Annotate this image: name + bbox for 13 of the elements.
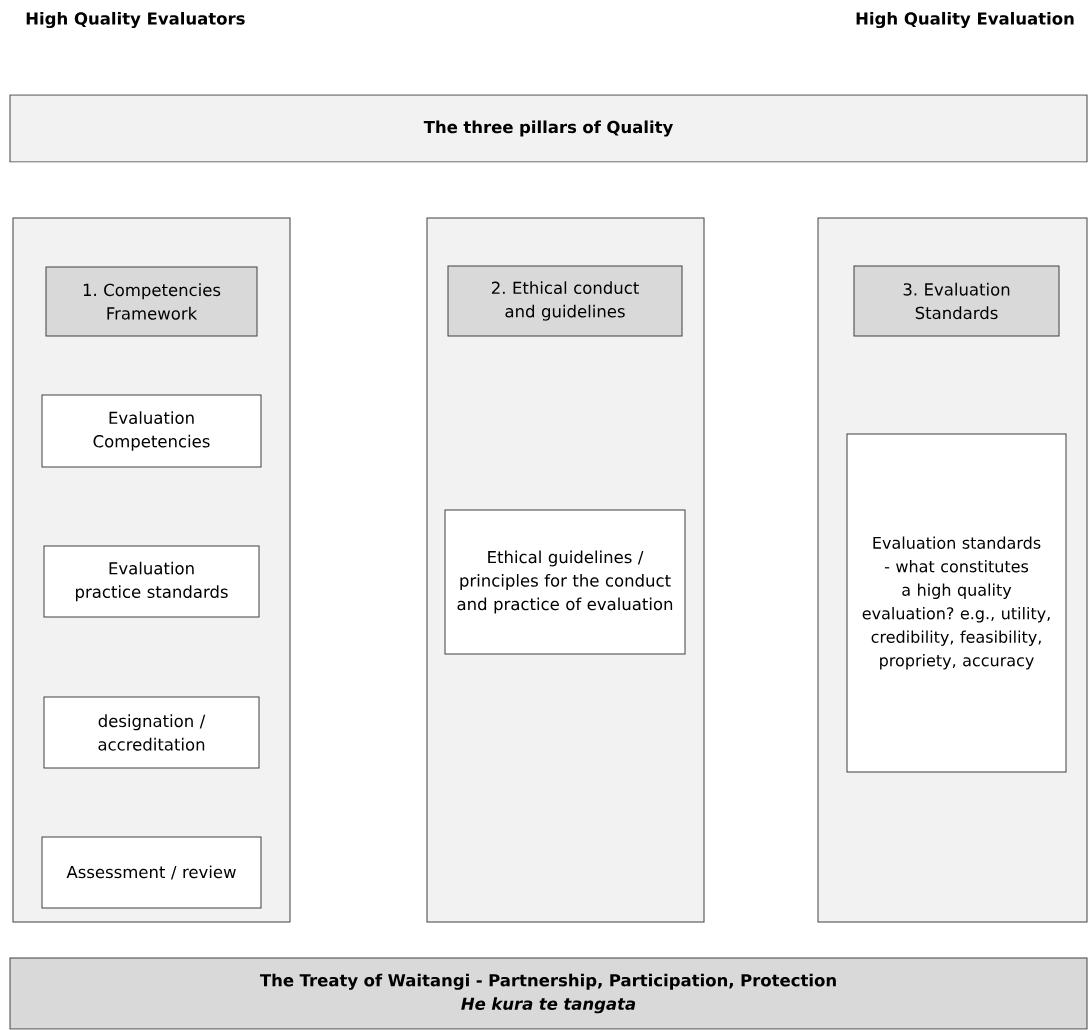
column-heading: High Quality Evaluation [856,11,1074,29]
process-box: Ethical guidelines / principles for the conduct and practice of evaluation [444,509,686,655]
heading-box: 3. Evaluation Standards [853,265,1060,337]
column-heading: High Quality Evaluators [26,11,245,29]
process-box: Assessment / review [41,836,262,909]
process-box: Evaluation Competencies [41,394,262,468]
process-box: designation / accreditation [43,696,260,769]
process-box: Evaluation standards - what constitutes a high quality evaluation? e.g., utility, credibility, feasibility, propriety, accuracy [846,433,1067,773]
heading-box: 2. Ethical conduct and guidelines [447,265,683,337]
title-box: The three pillars of Quality [9,94,1088,163]
heading-box: 1. Competencies Framework [45,266,258,337]
process-box: Evaluation practice standards [43,545,260,618]
banner-box: The Treaty of Waitangi - Partnership, Participation, Protection He kura te tangata [9,957,1088,1030]
